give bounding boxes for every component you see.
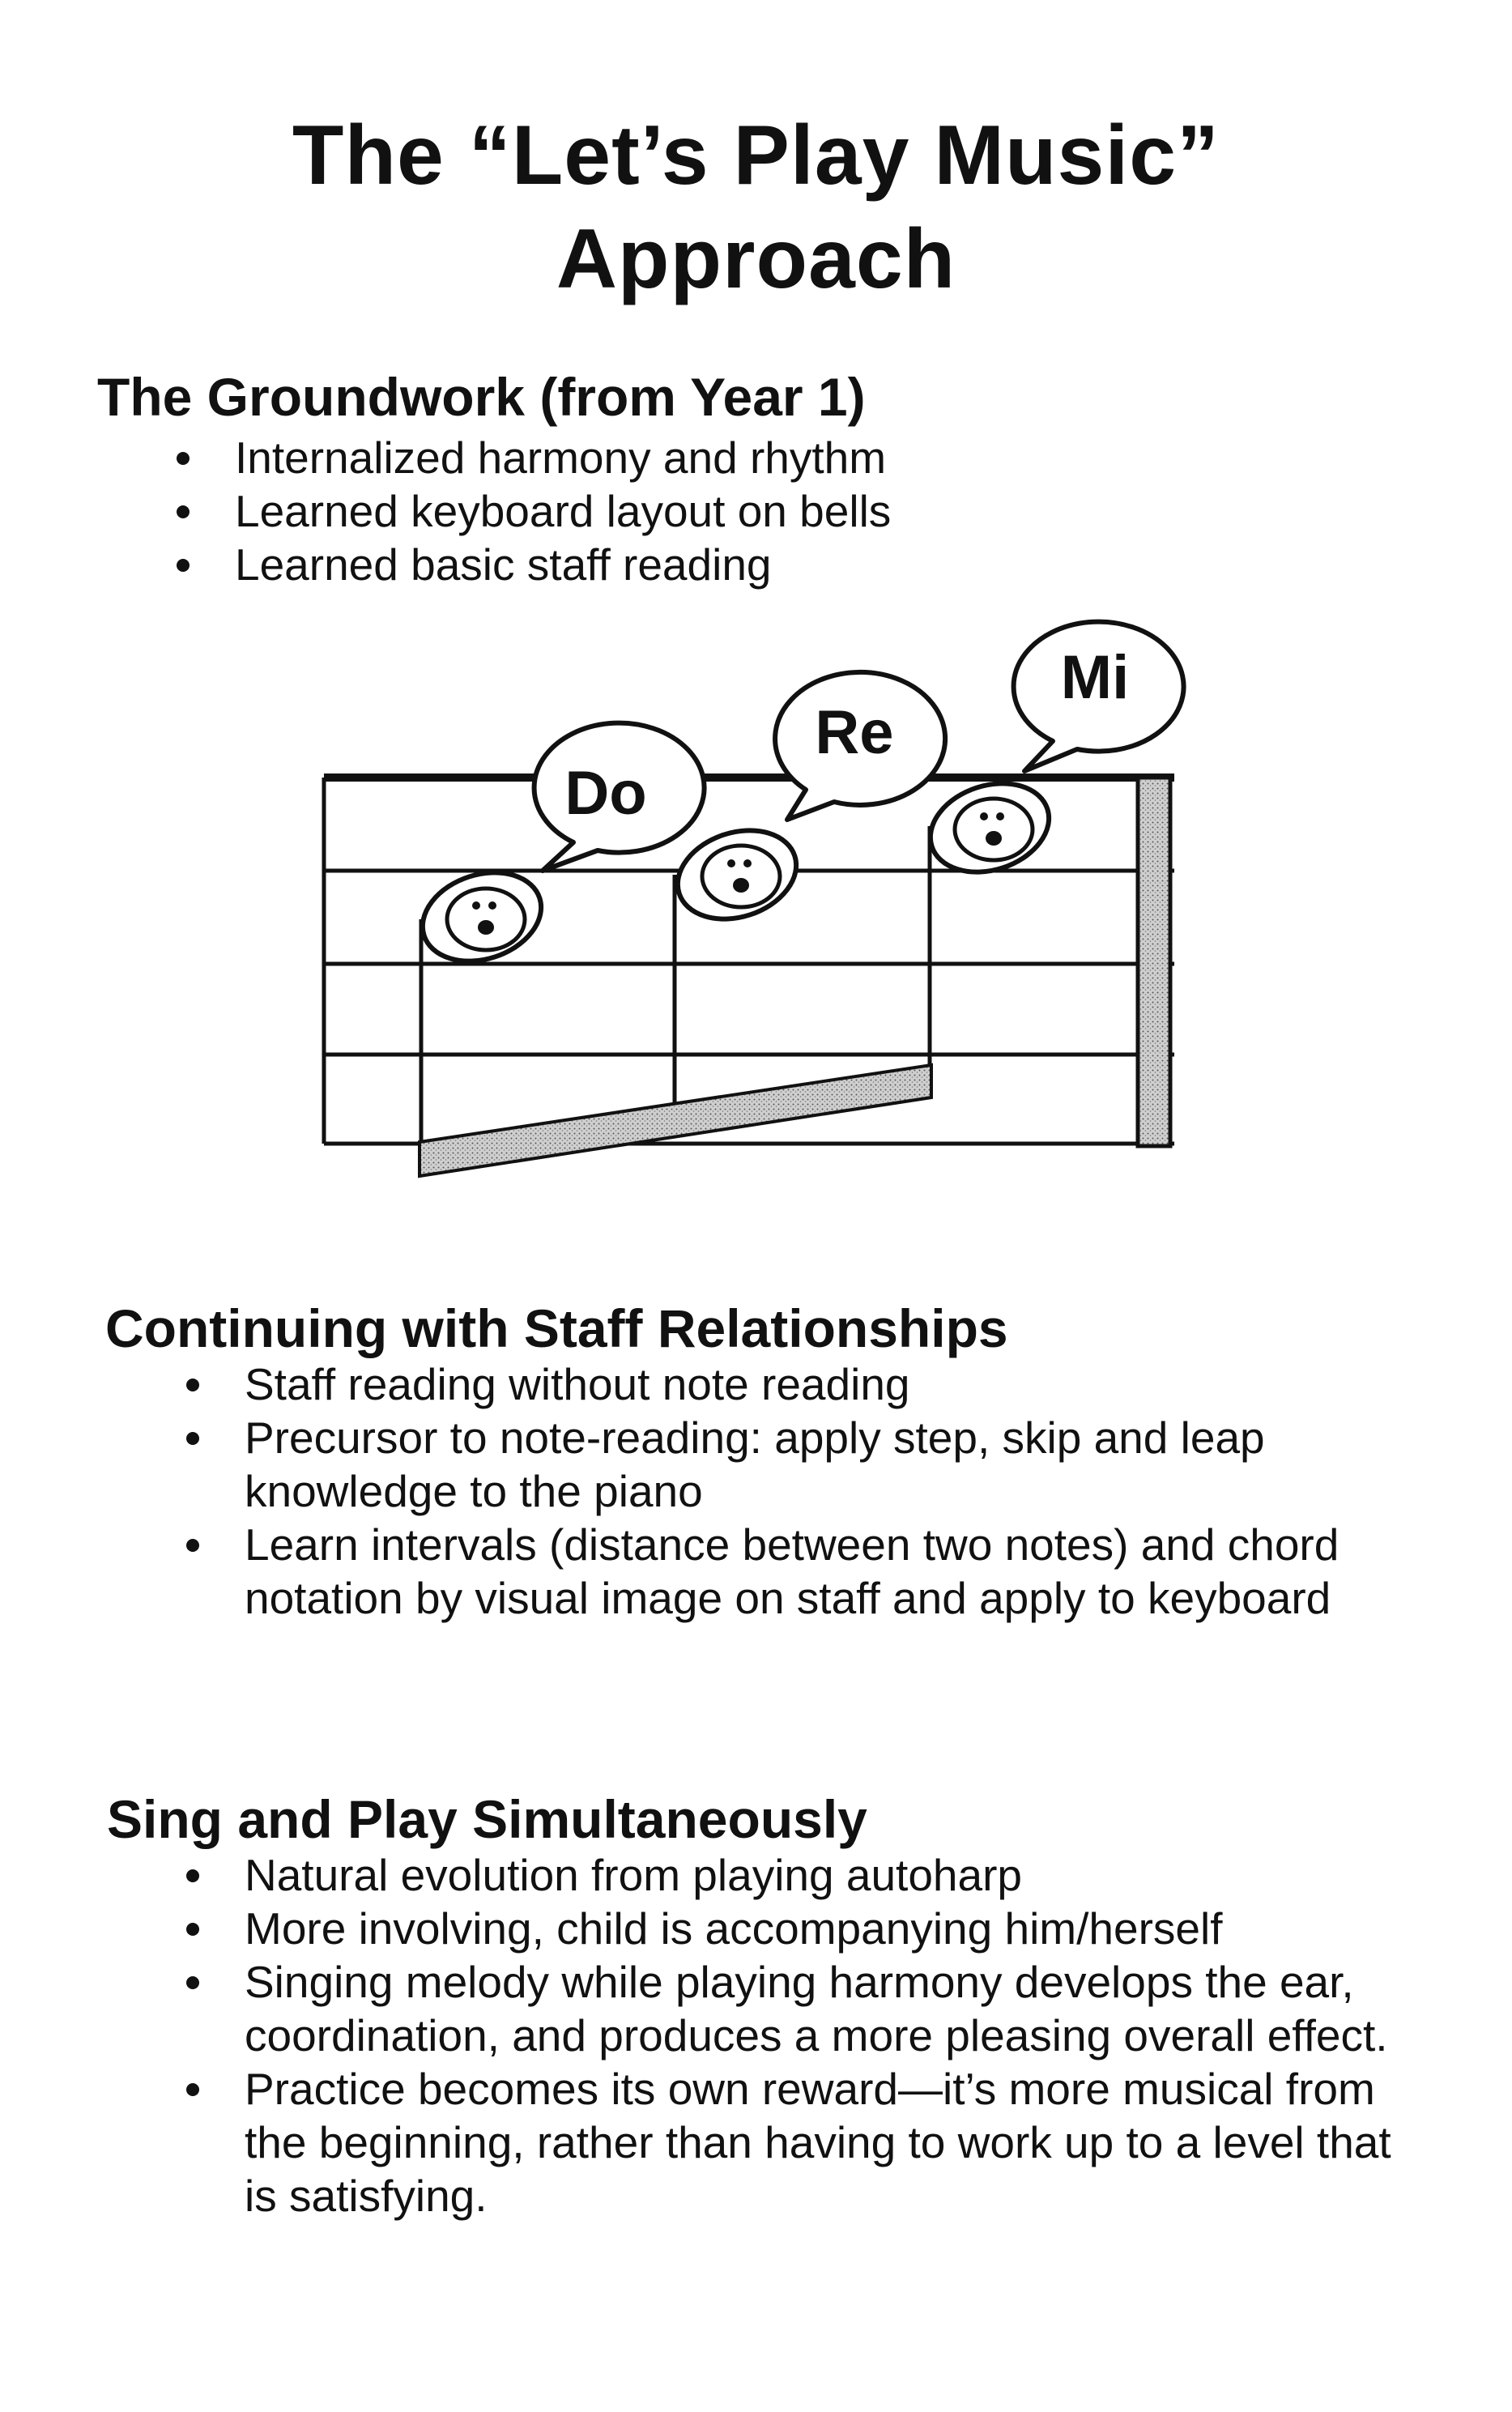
bubble-label-re: Re [815, 698, 893, 767]
list-item-text: Learned keyboard layout on bells [235, 486, 892, 536]
note-head-do [420, 870, 544, 964]
list-item: More involving, child is accompanying hi… [186, 1902, 1417, 1955]
section-heading-groundwork: The Groundwork (from Year 1) [97, 367, 866, 427]
list-item-text: Learn intervals (distance between two no… [245, 1519, 1340, 1623]
bullet-icon [186, 1923, 199, 1936]
bullet-icon [186, 1432, 199, 1445]
speech-bubble-re: Re [773, 669, 948, 822]
list-item: Internalized harmony and rhythm [177, 431, 1067, 484]
bullet-icon [177, 505, 190, 518]
note-head-re [675, 828, 799, 922]
speech-bubble-do: Do [531, 720, 707, 873]
bubble-label-mi: Mi [1061, 643, 1129, 712]
list-item: Learned basic staff reading [177, 538, 1067, 591]
bullet-icon [186, 1539, 199, 1552]
note-head-mi [927, 781, 1052, 875]
list-item: Learn intervals (distance between two no… [186, 1518, 1417, 1625]
section-heading-sing-and-play: Sing and Play Simultaneously [107, 1789, 867, 1849]
list-item-text: Internalized harmony and rhythm [235, 433, 887, 483]
note-beam [418, 1063, 933, 1178]
sing-and-play-list: Natural evolution from playing autoharp … [186, 1848, 1417, 2222]
note-stems [419, 826, 932, 1166]
list-item-text: Learned basic staff reading [235, 539, 772, 590]
list-item: Learned keyboard layout on bells [177, 484, 1067, 538]
list-item: Natural evolution from playing autoharp [186, 1848, 1417, 1902]
list-item-text: Precursor to note-reading: apply step, s… [245, 1413, 1265, 1516]
list-item-text: Practice becomes its own reward—it’s mor… [245, 2064, 1391, 2221]
list-item: Singing melody while playing harmony dev… [186, 1955, 1417, 2062]
list-item-text: Singing melody while playing harmony dev… [245, 1957, 1388, 2060]
groundwork-list: Internalized harmony and rhythm Learned … [177, 431, 1067, 591]
speech-bubble-mi: Mi [1011, 619, 1186, 773]
section-heading-staff-relationships: Continuing with Staff Relationships [105, 1298, 1008, 1358]
bullet-icon [177, 452, 190, 465]
staff-top-bar [324, 773, 1174, 782]
list-item-text: Staff reading without note reading [245, 1359, 910, 1409]
bullet-icon [186, 2083, 199, 2096]
list-item: Precursor to note-reading: apply step, s… [186, 1411, 1417, 1518]
bullet-icon [186, 1976, 199, 1989]
bubble-label-do: Do [564, 759, 646, 828]
bullet-icon [186, 1869, 199, 1882]
page-title: The “Let’s Play Music” Approach [0, 104, 1512, 311]
end-barline [1135, 775, 1173, 1148]
bullet-icon [177, 559, 190, 572]
list-item: Staff reading without note reading [186, 1357, 1417, 1411]
bullet-icon [186, 1379, 199, 1391]
list-item-text: More involving, child is accompanying hi… [245, 1903, 1223, 1954]
list-item: Practice becomes its own reward—it’s mor… [186, 2062, 1417, 2222]
page-title-line-2: Approach [556, 212, 956, 306]
page-title-line-1: The “Let’s Play Music” [292, 109, 1220, 202]
list-item-text: Natural evolution from playing autoharp [245, 1850, 1023, 1900]
staff-illustration: Do Re Mi [322, 619, 1186, 1178]
staff-relationships-list: Staff reading without note reading Precu… [186, 1357, 1417, 1625]
